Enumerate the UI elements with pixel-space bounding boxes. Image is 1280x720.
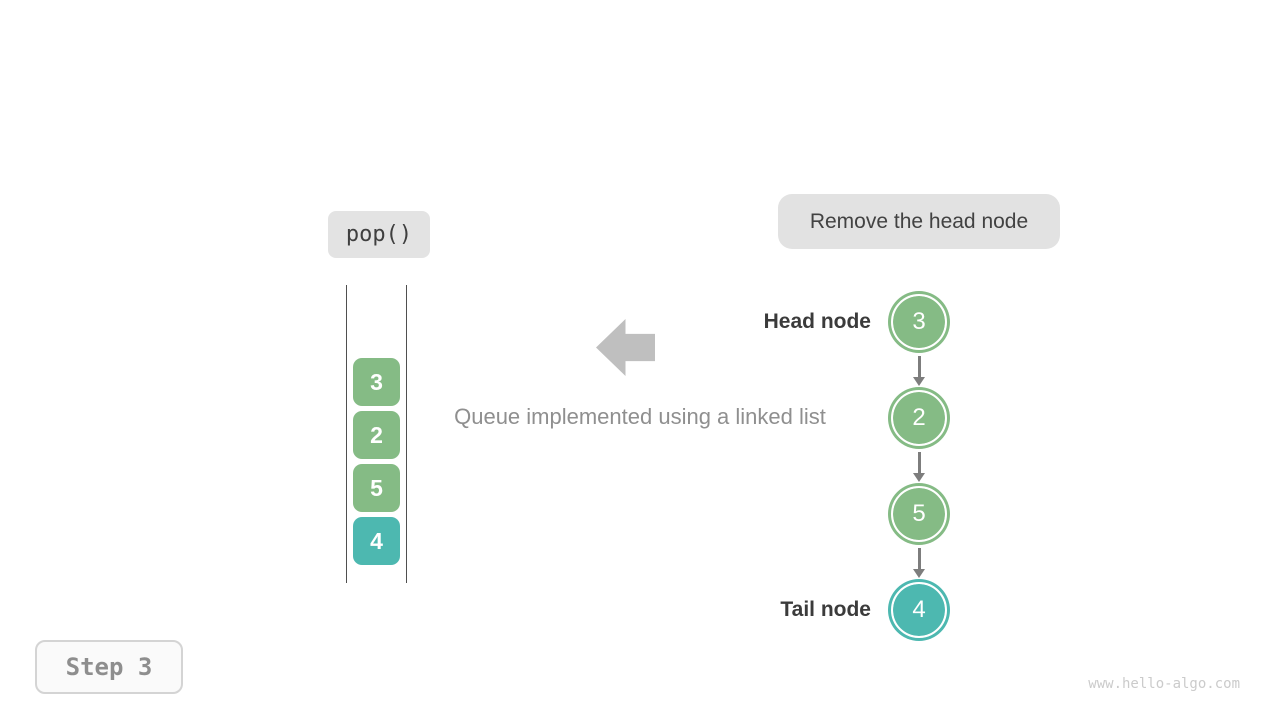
list-node: 5 [891, 486, 947, 542]
annotation-bubble: Remove the head node [778, 194, 1060, 249]
head-node-label: Head node [763, 310, 871, 333]
watermark: www.hello-algo.com [1088, 676, 1240, 692]
tail-node-label: Tail node [780, 598, 871, 621]
list-node: 4 [891, 582, 947, 638]
arrow-down-icon [913, 356, 925, 386]
arrow-down-icon [913, 548, 925, 578]
queue-item: 4 [353, 517, 400, 565]
step-badge: Step 3 [35, 640, 183, 694]
list-node: 3 [891, 294, 947, 350]
arrow-down-icon [913, 452, 925, 482]
queue-item: 5 [353, 464, 400, 512]
queue-item: 3 [353, 358, 400, 406]
queue-item: 2 [353, 411, 400, 459]
pop-operation-label: pop() [328, 211, 430, 258]
caption: Queue implemented using a linked list [454, 404, 826, 429]
list-node: 2 [891, 390, 947, 446]
queue-container-rails [346, 285, 407, 583]
